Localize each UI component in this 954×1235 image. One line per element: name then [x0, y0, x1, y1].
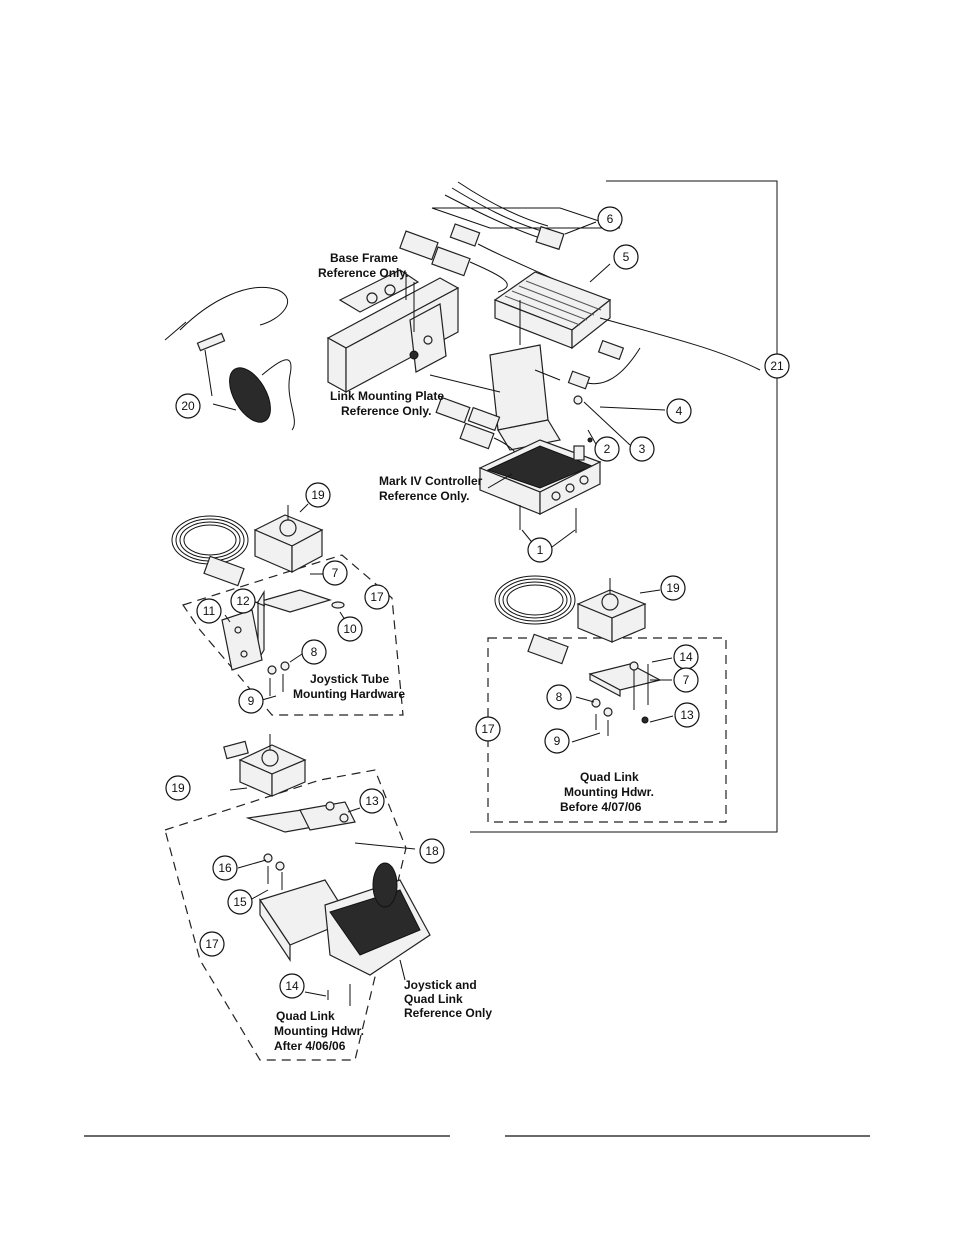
- label-base-frame-2: Reference Only.: [318, 266, 408, 280]
- text-labels: Base Frame Reference Only. Link Mounting…: [274, 251, 654, 1053]
- svg-text:15: 15: [233, 895, 247, 909]
- callout-14-b: 14: [279, 973, 305, 999]
- svg-text:17: 17: [370, 590, 384, 604]
- callout-18: 18: [419, 838, 445, 864]
- callout-17-c: 17: [199, 931, 225, 957]
- coiled-cable-b: [494, 575, 576, 625]
- svg-text:8: 8: [311, 645, 318, 659]
- svg-text:21: 21: [770, 359, 784, 373]
- joystick-tube-group: [171, 503, 404, 716]
- svg-text:14: 14: [285, 979, 299, 993]
- svg-text:2: 2: [604, 442, 611, 456]
- svg-text:16: 16: [218, 861, 232, 875]
- label-joystick-ref-3: Reference Only: [404, 1006, 492, 1020]
- svg-text:17: 17: [205, 937, 219, 951]
- label-quad-before-2: Mounting Hdwr.: [564, 785, 654, 799]
- svg-text:20: 20: [181, 399, 195, 413]
- callout-19-a: 19: [305, 482, 331, 508]
- svg-text:18: 18: [425, 844, 439, 858]
- svg-text:4: 4: [676, 404, 683, 418]
- callout-3: 3: [629, 436, 655, 462]
- label-quad-after-2: Mounting Hdwr.: [274, 1024, 364, 1038]
- leaders-top: [405, 272, 666, 548]
- power-module: [493, 263, 612, 350]
- callout-19-b: 19: [660, 575, 686, 601]
- base-frame: [326, 269, 460, 394]
- svg-text:19: 19: [666, 581, 680, 595]
- callout-20: 20: [175, 393, 201, 419]
- callout-21: 21: [764, 353, 790, 379]
- svg-text:11: 11: [203, 604, 216, 618]
- callout-13-a: 13: [674, 702, 700, 728]
- callout-9-a: 9: [238, 688, 264, 714]
- label-mark-iv-1: Mark IV Controller: [379, 474, 483, 488]
- svg-text:9: 9: [554, 734, 561, 748]
- callout-17-b: 17: [475, 716, 501, 742]
- svg-text:19: 19: [311, 488, 325, 502]
- svg-text:7: 7: [332, 566, 339, 580]
- group-bracket-21: [470, 180, 778, 833]
- callout-4: 4: [666, 398, 692, 424]
- svg-text:10: 10: [343, 622, 357, 636]
- callout-10: 10: [337, 616, 363, 642]
- svg-text:3: 3: [639, 442, 646, 456]
- label-quad-before-1: Quad Link: [580, 770, 639, 784]
- svg-text:6: 6: [607, 212, 614, 226]
- quad-before-group: [487, 575, 727, 823]
- svg-text:19: 19: [171, 781, 185, 795]
- label-joystick-ref-1: Joystick and: [404, 978, 477, 992]
- callout-11: 11: [196, 598, 222, 624]
- callout-2: 2: [594, 436, 620, 462]
- callout-5: 5: [613, 244, 639, 270]
- callout-16: 16: [212, 855, 238, 881]
- callout-9-b: 9: [544, 728, 570, 754]
- callout-13-b: 13: [359, 788, 385, 814]
- callout-6: 6: [597, 206, 623, 232]
- small-hardware-top: [573, 395, 631, 446]
- label-joystick-tube-2: Mounting Hardware: [293, 687, 405, 701]
- callout-7-b: 7: [673, 667, 699, 693]
- svg-text:5: 5: [623, 250, 630, 264]
- label-quad-before-3: Before 4/07/06: [560, 800, 642, 814]
- callout-7-a: 7: [322, 560, 348, 586]
- callout-14-a: 14: [673, 644, 699, 670]
- svg-text:14: 14: [679, 650, 693, 664]
- callout-8-b: 8: [546, 684, 572, 710]
- label-mark-iv-2: Reference Only.: [379, 489, 469, 503]
- callout-17-a: 17: [364, 584, 390, 610]
- quad-after-group: [164, 734, 431, 1061]
- callout-8-a: 8: [301, 639, 327, 665]
- svg-text:1: 1: [537, 543, 544, 557]
- svg-text:13: 13: [365, 794, 379, 808]
- callout-12: 12: [230, 588, 256, 614]
- label-base-frame-1: Base Frame: [330, 251, 398, 265]
- cable-loop-right: [567, 317, 761, 390]
- svg-text:8: 8: [556, 690, 563, 704]
- label-link-plate-2: Reference Only.: [341, 404, 431, 418]
- callout-15: 15: [227, 889, 253, 915]
- svg-text:7: 7: [683, 673, 690, 687]
- wire-harness: [431, 181, 621, 239]
- label-link-plate-1: Link Mounting Plate: [330, 389, 444, 403]
- svg-text:9: 9: [248, 694, 255, 708]
- label-joystick-tube-1: Joystick Tube: [310, 672, 389, 686]
- svg-text:13: 13: [680, 708, 694, 722]
- item-20-cable-and-mouse: [164, 286, 295, 431]
- db9-connector: [535, 221, 597, 251]
- label-joystick-ref-2: Quad Link: [404, 992, 463, 1006]
- callouts: 6 5 21 4 3 2 1 20 19 7 17 12 11 10 8 9 1…: [165, 206, 790, 999]
- mark-iv-controller: [478, 439, 602, 533]
- callout-19-c: 19: [165, 775, 191, 801]
- svg-text:17: 17: [481, 722, 495, 736]
- callout-1: 1: [527, 537, 553, 563]
- svg-text:12: 12: [236, 594, 250, 608]
- label-quad-after-3: After 4/06/06: [274, 1039, 346, 1053]
- label-quad-after-1: Quad Link: [276, 1009, 335, 1023]
